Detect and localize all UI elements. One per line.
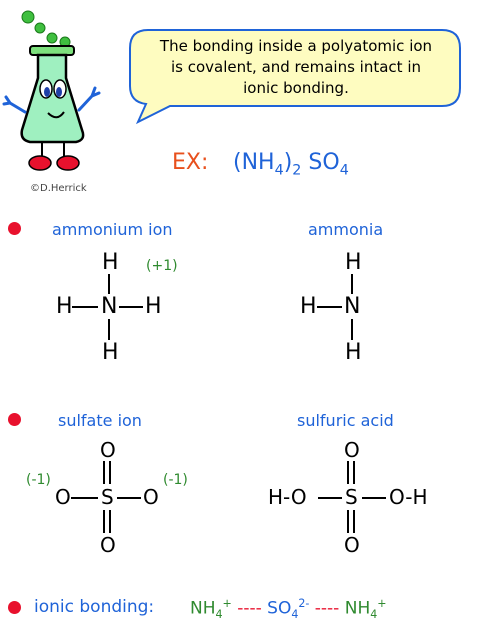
ionic-part1-sub: 4 xyxy=(215,608,223,622)
ammonium-n: N xyxy=(101,294,118,319)
bullet-dot xyxy=(8,413,21,426)
ammonia-h-left: H xyxy=(300,294,317,319)
ionic-part2-sub: 4 xyxy=(291,608,299,622)
bullet-dot xyxy=(8,222,21,235)
ammonium-h-right: H xyxy=(145,294,162,319)
ionic-part1: NH xyxy=(190,598,216,619)
ammonium-ion-title: ammonium ion xyxy=(52,220,173,239)
sulfuric-acid-title: sulfuric acid xyxy=(297,411,394,430)
author-credit: ©D.Herrick xyxy=(30,183,87,194)
ammonium-charge: (+1) xyxy=(146,258,178,274)
sulfuric-oh-right: O-H xyxy=(389,485,428,509)
example-formula-part-b: ) xyxy=(283,150,293,175)
ionic-bonding-label: ionic bonding: xyxy=(34,597,155,617)
sulfate-o-left: O xyxy=(55,485,71,509)
ammonia-n: N xyxy=(344,294,361,319)
example-formula-sub-c: 4 xyxy=(339,162,349,179)
bubble-line-1: The bonding inside a polyatomic ion xyxy=(159,37,433,55)
ammonia-title: ammonia xyxy=(308,220,384,239)
example-formula-part-c: SO xyxy=(301,150,340,175)
speech-bubble-text: The bonding inside a polyatomic ion is c… xyxy=(138,36,454,99)
ionic-part2-sup: 2- xyxy=(298,597,310,610)
ammonia-h-bottom: H xyxy=(345,340,362,365)
sulfate-o-top: O xyxy=(100,438,116,462)
sulfuric-ho-left: H-O xyxy=(268,485,307,509)
bubble-line-3: ionic bonding. xyxy=(243,79,349,97)
beaker-mascot-illustration xyxy=(2,10,101,171)
sulfate-o-bottom: O xyxy=(100,533,116,557)
ionic-bonding-formula: NH4+ ---- SO42- ---- NH4+ xyxy=(190,597,387,621)
sulfuric-o-top: O xyxy=(344,438,360,462)
sulfate-ion-title: sulfate ion xyxy=(58,411,142,430)
ammonium-h-bottom: H xyxy=(102,340,119,365)
example-formula-sub-b: 2 xyxy=(292,162,302,179)
example-formula-sub-a: 4 xyxy=(274,162,284,179)
ammonium-h-top: H xyxy=(102,250,119,275)
ionic-part3-sub: 4 xyxy=(370,608,378,622)
ammonium-h-left: H xyxy=(56,294,73,319)
sulfuric-o-bottom: O xyxy=(344,533,360,557)
example-label: EX: xyxy=(172,150,209,175)
ionic-part2: SO xyxy=(267,598,292,619)
ionic-dash-1: ---- xyxy=(231,598,268,619)
bullet-dot xyxy=(8,601,21,614)
sulfate-s: S xyxy=(101,485,114,509)
speech-bubble xyxy=(129,29,461,125)
bubble-line-2: is covalent, and remains intact in xyxy=(171,58,421,76)
ionic-dash-2: ---- xyxy=(309,598,345,619)
sulfuric-s: S xyxy=(345,485,358,509)
ionic-part1-sup: + xyxy=(222,597,232,610)
sulfate-o-right: O xyxy=(143,485,159,509)
ammonia-h-top: H xyxy=(345,250,362,275)
sulfate-charge-left: (-1) xyxy=(26,472,51,488)
example-formula-part-a: (NH xyxy=(233,150,275,175)
example-formula: (NH4)2 SO4 xyxy=(233,150,349,178)
sulfate-charge-right: (-1) xyxy=(163,472,188,488)
ionic-part3-sup: + xyxy=(377,597,387,610)
ionic-part3: NH xyxy=(344,598,371,619)
